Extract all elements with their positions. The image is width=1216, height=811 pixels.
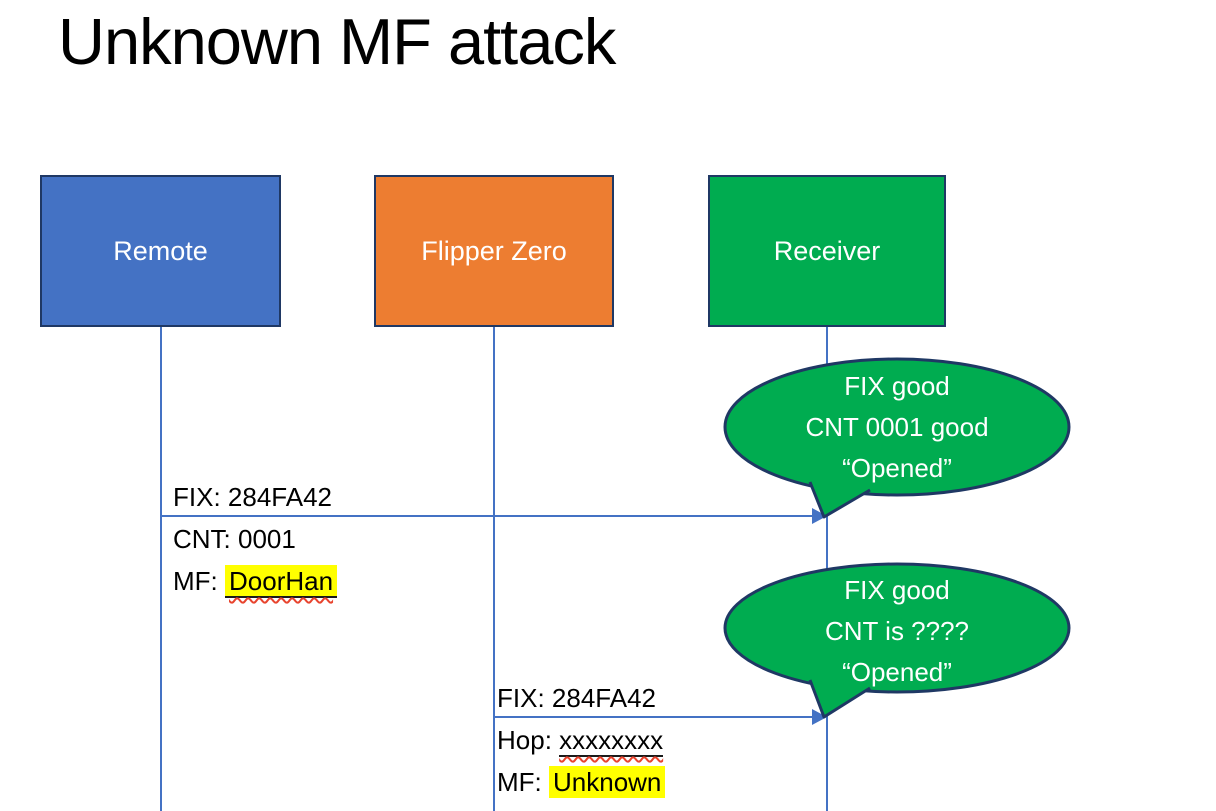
actor-label-receiver: Receiver <box>773 235 881 266</box>
callout-2-line-1: FIX good <box>844 575 950 605</box>
message-1-labels: FIX: 284FA42 CNT: 0001 MF: DoorHan <box>173 476 338 602</box>
message-2-mf-prefix: MF: <box>497 767 549 797</box>
speech-bubble-1-tail <box>808 481 871 519</box>
speech-bubble-1-body <box>723 357 1071 497</box>
message-1-line-mf: MF: DoorHan <box>173 560 338 602</box>
message-2-hop-value-underlined: xxxxxxxx <box>559 725 664 757</box>
speech-bubble-1-text: FIX good CNT 0001 good “Opened” <box>725 366 1069 489</box>
lifeline-remote <box>160 327 162 811</box>
message-1-mf-value-highlighted: DoorHan <box>225 565 338 598</box>
actor-label-flipper-zero: Flipper Zero <box>421 235 567 266</box>
slide-title: Unknown MF attack <box>58 5 616 78</box>
callout-1-line-1: FIX good <box>844 371 950 401</box>
message-2-line-fix: FIX: 284FA42 <box>497 683 656 713</box>
message-1-line-cnt: CNT: 0001 <box>173 524 296 554</box>
speech-bubble-1 <box>723 357 1071 519</box>
actor-box-flipper-zero: Flipper Zero <box>374 175 614 327</box>
message-2-mf-value-highlighted: Unknown <box>549 766 666 798</box>
message-2-labels: FIX: 284FA42 Hop: xxxxxxxx MF: Unknown <box>497 677 666 803</box>
message-2-hop-prefix: Hop: <box>497 725 560 755</box>
speech-bubble-2-text: FIX good CNT is ???? “Opened” <box>725 570 1069 693</box>
lifeline-flipper-zero <box>493 327 495 811</box>
speech-bubble-2-body <box>723 562 1071 694</box>
message-arrow-1-line <box>161 515 813 517</box>
message-2-line-mf: MF: Unknown <box>497 761 666 803</box>
actor-box-remote: Remote <box>40 175 281 327</box>
callout-2-line-2: CNT is ???? <box>824 616 970 646</box>
message-1-line-fix: FIX: 284FA42 <box>173 482 332 512</box>
callout-1-line-2: CNT 0001 good <box>805 412 989 442</box>
callout-1-line-3: “Opened” <box>842 453 952 483</box>
speech-bubble-2-tail <box>808 679 871 719</box>
actor-label-remote: Remote <box>113 235 208 266</box>
speech-bubble-2 <box>723 562 1071 719</box>
actor-box-receiver: Receiver <box>708 175 946 327</box>
message-2-line-hop: Hop: xxxxxxxx <box>497 719 665 761</box>
message-1-mf-prefix: MF: <box>173 566 225 596</box>
message-arrow-2-line <box>494 716 813 718</box>
callout-2-line-3: “Opened” <box>842 657 952 687</box>
